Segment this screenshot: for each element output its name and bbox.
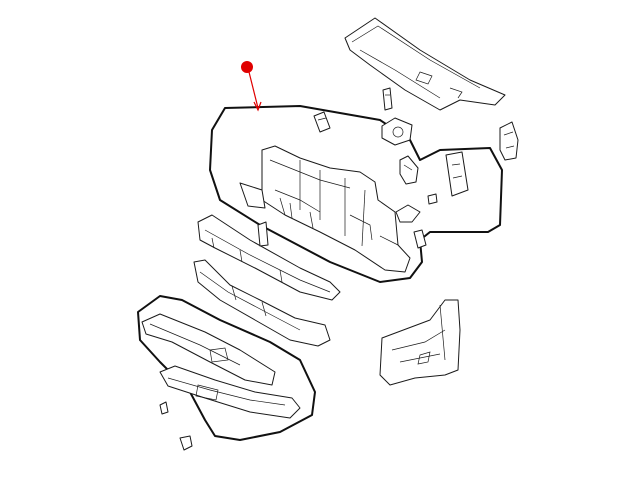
floor-bracket-small[interactable]	[179, 435, 193, 451]
cross-member-bracket[interactable]	[257, 221, 269, 247]
small-clip-right[interactable]	[395, 204, 421, 223]
dash-insulator-tab[interactable]	[239, 182, 266, 209]
front-floor-cross-member[interactable]	[141, 313, 276, 386]
brake-booster-bracket[interactable]	[399, 155, 419, 185]
upper-cross-member[interactable]	[197, 214, 341, 301]
cowl-bracket-small[interactable]	[382, 87, 393, 111]
lower-cross-member[interactable]	[193, 259, 331, 347]
rear-floor-cross-member[interactable]	[159, 365, 301, 419]
vertical-support-bracket[interactable]	[445, 151, 469, 197]
side-cowl-bracket[interactable]	[499, 121, 519, 161]
firewall-dash-panel-group	[209, 105, 503, 283]
hook-bracket[interactable]	[413, 229, 427, 249]
callout-arrow-icon	[253, 101, 262, 112]
cowl-side-panel[interactable]	[379, 299, 461, 386]
loose-clip-top[interactable]	[427, 193, 438, 205]
wiper-bracket[interactable]	[381, 117, 413, 146]
retainer-clip[interactable]	[313, 111, 331, 133]
floor-fastener-clip[interactable]	[159, 401, 169, 415]
dash-panel[interactable]	[261, 145, 411, 273]
callout-marker[interactable]	[241, 61, 262, 112]
red-dot-marker-icon	[241, 61, 253, 73]
cowl-plenum-panel[interactable]	[344, 17, 506, 111]
